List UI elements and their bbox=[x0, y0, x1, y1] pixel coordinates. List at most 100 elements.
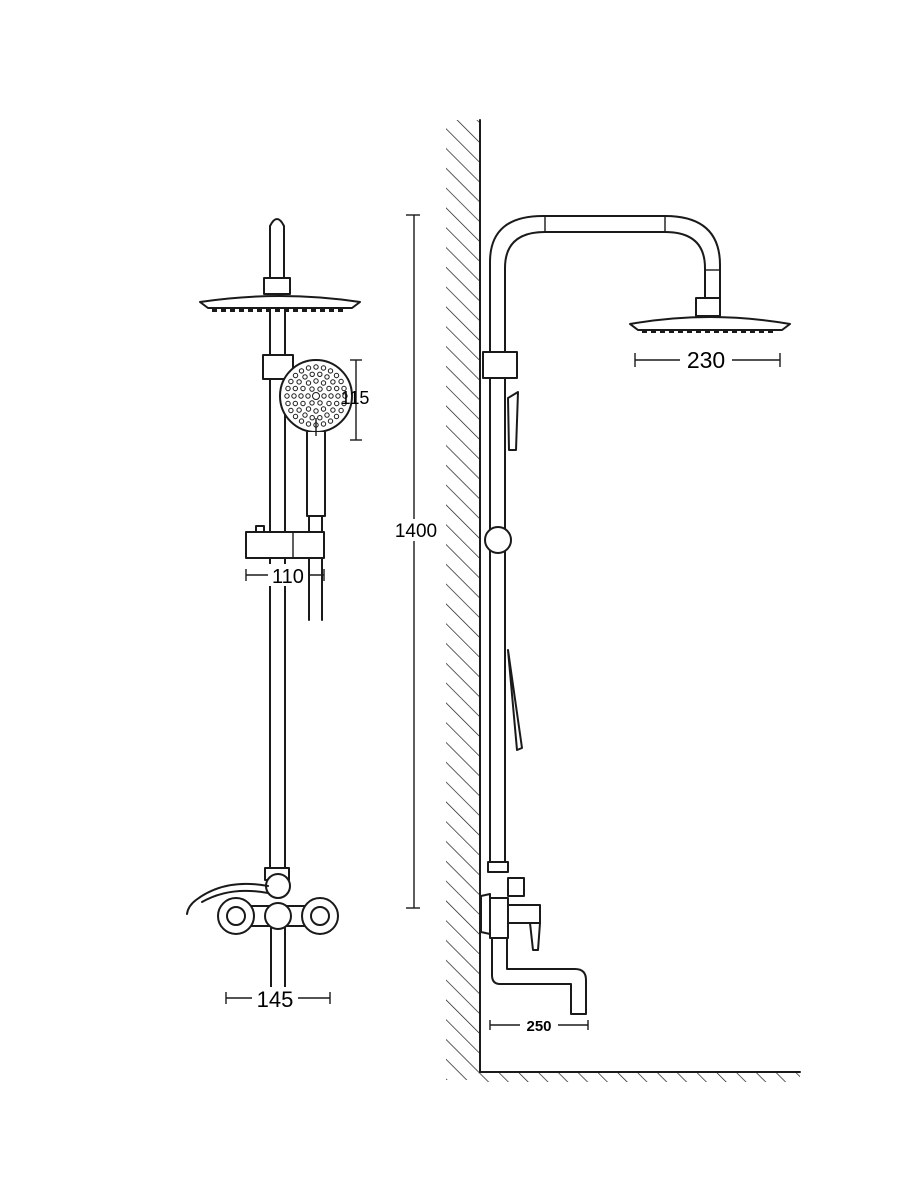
dim-230-label: 230 bbox=[687, 347, 725, 373]
diverter-knob bbox=[265, 873, 291, 899]
nozzle bbox=[257, 309, 262, 312]
hand-nozzle bbox=[333, 413, 340, 420]
arm-outer bbox=[489, 214, 721, 871]
hand-nozzle bbox=[296, 407, 302, 413]
nozzle bbox=[239, 309, 244, 312]
slide-bracket bbox=[245, 531, 325, 559]
nozzle bbox=[714, 331, 719, 333]
hand-nozzle bbox=[305, 365, 312, 371]
hand-nozzle bbox=[302, 374, 308, 380]
dim-230: 230 bbox=[634, 347, 781, 373]
nozzle bbox=[660, 331, 665, 333]
hand-nozzle bbox=[327, 368, 334, 374]
nozzle bbox=[338, 309, 343, 312]
nozzle bbox=[293, 309, 298, 312]
hand-nozzle bbox=[302, 412, 308, 418]
hand-nozzle bbox=[305, 406, 312, 412]
front-view: 115 110 145 bbox=[186, 218, 370, 1012]
side-bath-spout bbox=[491, 937, 587, 1015]
dim-250: 250 bbox=[489, 1016, 589, 1035]
side-mixer-body bbox=[489, 897, 509, 939]
hand-nozzle bbox=[288, 407, 294, 414]
rain-shower-head bbox=[199, 295, 361, 309]
hand-nozzle bbox=[327, 418, 334, 424]
nozzle bbox=[732, 331, 737, 333]
rain-head-nozzles bbox=[212, 309, 343, 312]
side-hand-shower bbox=[507, 391, 519, 451]
dim-145-label: 145 bbox=[257, 987, 294, 1012]
hand-nozzle bbox=[317, 415, 323, 421]
hand-nozzle bbox=[326, 385, 332, 392]
hand-nozzle bbox=[313, 364, 319, 370]
hand-nozzle bbox=[338, 378, 344, 385]
top-pipe-stub bbox=[269, 218, 285, 281]
hand-nozzle bbox=[309, 400, 315, 406]
nozzle bbox=[696, 331, 701, 333]
nozzle bbox=[329, 309, 334, 312]
side-lower-connector bbox=[487, 861, 509, 873]
hand-nozzle bbox=[320, 421, 327, 427]
hand-nozzle bbox=[324, 374, 330, 380]
side-head-connector bbox=[695, 297, 721, 317]
arm-inner bbox=[504, 231, 706, 871]
mixer-left-inlet bbox=[226, 906, 246, 926]
nozzle bbox=[642, 331, 647, 333]
hand-nozzle bbox=[309, 415, 315, 421]
hand-nozzle bbox=[312, 392, 320, 400]
hand-nozzle bbox=[338, 407, 344, 414]
hand-shower-nozzles bbox=[284, 364, 348, 428]
floor-hatch bbox=[480, 1072, 800, 1082]
hand-nozzle bbox=[292, 372, 299, 379]
hand-nozzle bbox=[330, 407, 336, 413]
dim-110-label: 110 bbox=[272, 566, 304, 588]
hand-nozzle bbox=[320, 365, 327, 371]
nozzle bbox=[723, 331, 728, 333]
hand-nozzle bbox=[317, 386, 323, 392]
nozzle bbox=[311, 309, 316, 312]
side-rain-head bbox=[629, 316, 791, 331]
hand-nozzle bbox=[296, 379, 302, 385]
side-wall-flange bbox=[480, 893, 491, 935]
hand-nozzle bbox=[298, 393, 304, 399]
hand-nozzle bbox=[288, 378, 294, 385]
nozzle bbox=[212, 309, 217, 312]
nozzle bbox=[768, 331, 773, 333]
bracket-knob bbox=[255, 525, 265, 533]
nozzle bbox=[275, 309, 280, 312]
dim-115-label: 115 bbox=[341, 388, 370, 408]
dim-1400-label: 1400 bbox=[395, 521, 437, 542]
nozzle bbox=[221, 309, 226, 312]
hand-nozzle bbox=[285, 400, 291, 407]
hand-nozzle bbox=[341, 400, 347, 407]
hand-nozzle bbox=[292, 413, 299, 420]
hand-nozzle bbox=[313, 378, 319, 384]
hand-nozzle bbox=[305, 393, 311, 399]
hand-nozzle bbox=[335, 393, 341, 399]
hand-nozzle bbox=[298, 368, 305, 374]
hand-nozzle bbox=[317, 371, 323, 377]
hand-nozzle bbox=[326, 400, 332, 407]
hand-nozzle bbox=[300, 385, 306, 392]
hand-nozzle bbox=[292, 385, 298, 392]
hand-nozzle bbox=[324, 412, 330, 418]
hand-nozzle bbox=[321, 393, 327, 399]
dim-1400: 1400 bbox=[392, 214, 438, 909]
hand-nozzle bbox=[305, 421, 312, 427]
hand-nozzle bbox=[328, 393, 334, 399]
side-mixer-lever bbox=[529, 922, 541, 951]
head-connector bbox=[263, 277, 291, 295]
nozzle bbox=[651, 331, 656, 333]
hand-nozzle bbox=[341, 385, 347, 392]
hand-nozzle bbox=[330, 379, 336, 385]
dim-115: 115 bbox=[341, 359, 370, 441]
hand-nozzle bbox=[292, 400, 298, 407]
wall-hatch bbox=[446, 120, 480, 1080]
side-view: 230 250 bbox=[446, 119, 801, 1082]
hand-nozzle bbox=[305, 380, 312, 386]
dim-250-label: 250 bbox=[526, 1018, 551, 1035]
nozzle bbox=[320, 309, 325, 312]
nozzle bbox=[705, 331, 710, 333]
nozzle bbox=[302, 309, 307, 312]
